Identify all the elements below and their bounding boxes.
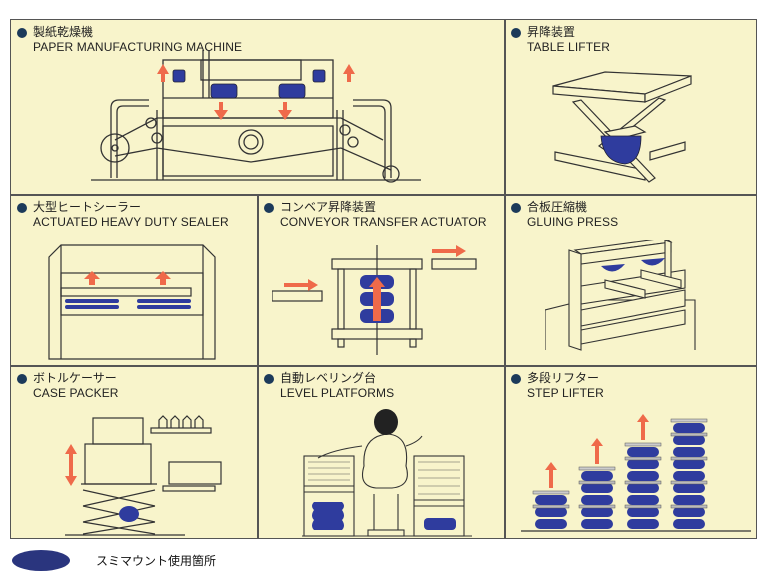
mount-bellows [535, 495, 567, 505]
panel-title-en: CONVEYOR TRANSFER ACTUATOR [280, 215, 487, 229]
col-divider-mid-1 [257, 194, 259, 539]
bullet-icon [511, 373, 521, 384]
step-lifter-illustration [521, 414, 751, 532]
mount-bellows [535, 507, 567, 517]
panel-title-en: LEVEL PLATFORMS [280, 386, 395, 400]
panel-table-lifter: 昇降装置 TABLE LIFTER [505, 20, 757, 194]
top-plate [532, 490, 570, 495]
mount-bellows [627, 519, 659, 529]
top-plate [670, 418, 708, 423]
bullet-icon [17, 202, 27, 213]
mount-bellows [627, 459, 659, 469]
stack-plate [578, 480, 616, 485]
panel-title-jp: 合板圧縮機 [527, 200, 588, 214]
mount-bellows [627, 471, 659, 481]
heat-sealer-illustration [48, 244, 216, 360]
panel-title-jp: ボトルケーサー [33, 371, 117, 385]
legend-label: スミマウント使用箇所 [96, 554, 217, 568]
mount-bellows [673, 447, 705, 457]
gluing-press-illustration [545, 240, 696, 351]
bullet-icon [511, 202, 521, 213]
mount-bellows [627, 483, 659, 493]
application-grid: 製紙乾燥機 PAPER MANUFACTURING MACHINE [10, 19, 757, 539]
panel-case-packer: ボトルケーサー CASE PACKER [11, 366, 257, 539]
panel-title-en: GLUING PRESS [527, 215, 619, 229]
bullet-icon [17, 27, 27, 38]
panel-title-jp: コンベア昇降装置 [280, 200, 377, 214]
panel-gluing-press: 合板圧縮機 GLUING PRESS [505, 195, 757, 365]
top-plate [578, 466, 616, 471]
mount-bellows [673, 423, 705, 433]
panel-title-jp: 自動レベリング台 [280, 371, 377, 385]
blue-oval-marker-icon [12, 550, 70, 571]
mount-bellows [673, 459, 705, 469]
panel-title-en: PAPER MANUFACTURING MACHINE [33, 40, 243, 54]
panel-paper-machine: 製紙乾燥機 PAPER MANUFACTURING MACHINE [11, 20, 504, 194]
panel-title-jp: 多段リフター [527, 371, 600, 385]
mount-bellows [673, 483, 705, 493]
mount-bellows [627, 447, 659, 457]
bullet-icon [17, 373, 27, 384]
stack-plate [670, 480, 708, 485]
panel-title-jp: 大型ヒートシーラー [33, 200, 142, 214]
row-divider-1 [11, 194, 756, 196]
panel-level-platforms: 自動レベリング台 LEVEL PLATFORMS [258, 366, 504, 539]
mount-bellows [673, 507, 705, 517]
mount-bellows [673, 471, 705, 481]
mount-bellows [673, 435, 705, 445]
col-divider-mid-2 [504, 194, 506, 539]
col-divider-top [504, 20, 506, 195]
up-arrow-icon [591, 438, 603, 464]
case-packer-illustration [65, 415, 222, 536]
panel-step-lifter: 多段リフター STEP LIFTER [505, 366, 757, 539]
table-lifter-illustration [552, 71, 692, 183]
stack-plate [532, 504, 570, 509]
mount-bellows [627, 507, 659, 517]
stack-plate [624, 504, 662, 509]
stack-plate [624, 456, 662, 461]
mount-bellows [581, 519, 613, 529]
stack-plate [670, 456, 708, 461]
mount-bellows [673, 519, 705, 529]
conveyor-actuator-illustration [272, 245, 477, 355]
panel-title-en: STEP LIFTER [527, 386, 604, 400]
stack-plate [624, 480, 662, 485]
mount-bellows [535, 519, 567, 529]
bullet-icon [511, 27, 521, 38]
up-arrow-icon [545, 462, 557, 488]
mount-bellows [581, 471, 613, 481]
mount-bellows [581, 483, 613, 493]
mount-bellows [581, 495, 613, 505]
stack-plate [670, 432, 708, 437]
bullet-icon [264, 373, 274, 384]
panel-title-en: ACTUATED HEAVY DUTY SEALER [33, 215, 229, 229]
panel-title-en: TABLE LIFTER [527, 40, 610, 54]
panel-title-en: CASE PACKER [33, 386, 119, 400]
up-arrow-icon [637, 414, 649, 440]
level-platform-illustration [302, 409, 472, 537]
mount-bellows [581, 507, 613, 517]
legend: スミマウント使用箇所 [12, 550, 216, 571]
row-divider-2 [11, 365, 756, 367]
mount-bellows [627, 495, 659, 505]
panel-conveyor-actuator: コンベア昇降装置 CONVEYOR TRANSFER ACTUATOR [258, 195, 504, 365]
panel-title-jp: 製紙乾燥機 [33, 25, 94, 39]
panel-heat-sealer: 大型ヒートシーラー ACTUATED HEAVY DUTY SEALER [11, 195, 257, 365]
stack-plate [578, 504, 616, 509]
panel-title-jp: 昇降装置 [527, 25, 576, 39]
mount-bellows [673, 495, 705, 505]
top-plate [624, 442, 662, 447]
paper-machine-illustration [91, 50, 421, 183]
stack-plate [670, 504, 708, 509]
bullet-icon [264, 202, 274, 213]
